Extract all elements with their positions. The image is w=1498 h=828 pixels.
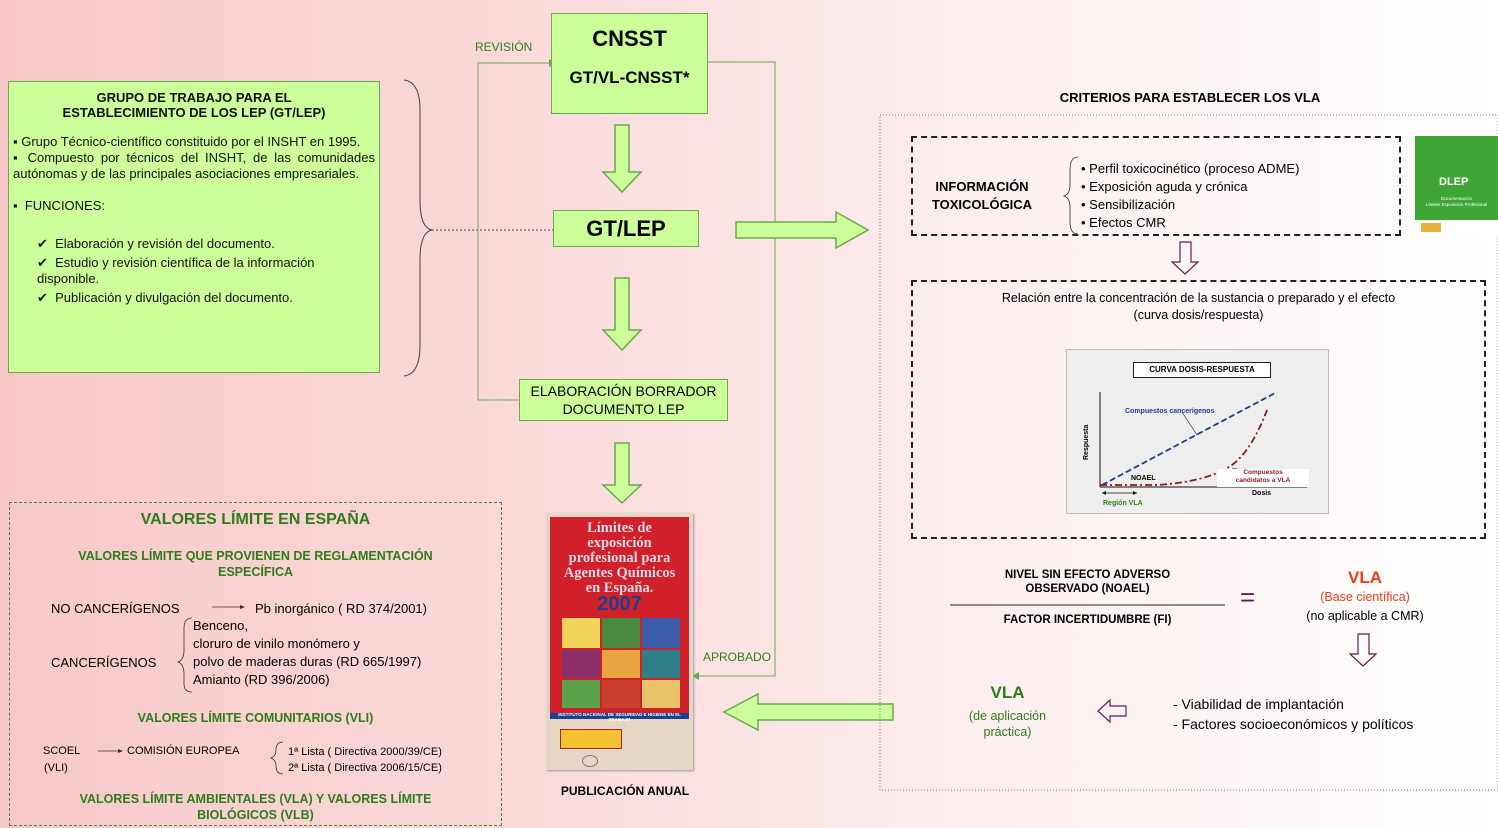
hollow-down-arrow-1: [1170, 241, 1200, 275]
borrador-line-1: ELABORACIÓN BORRADOR: [530, 383, 717, 399]
book-institute: INSTITUTO NACIONAL DE SEGURIDAD E HIGIEN…: [558, 712, 681, 722]
factores-list: - Viabilidad de implantación - Factores …: [1173, 696, 1414, 732]
canc-list: Benceno, cloruro de vinilo monómero y po…: [193, 618, 422, 687]
curva-title: CURVA DOSIS-RESPUESTA: [1133, 362, 1271, 378]
valores-sub2: VALORES LÍMITE COMUNITARIOS (VLI): [137, 711, 374, 725]
relacion-text: Relación entre la concentración de la su…: [1001, 291, 1396, 322]
vla-practica-desc: (de aplicación práctica): [968, 709, 1047, 739]
grupo-title-1: GRUPO DE TRABAJO PARA EL: [96, 90, 292, 105]
book-title-5: en España.: [585, 580, 654, 596]
brace-tox: [1062, 156, 1079, 235]
left-arrow: [722, 692, 894, 732]
curva-canc-label: Compuestos cancerígenos: [1125, 408, 1215, 415]
gtvl-label: GT/VL-CNSST*: [569, 68, 690, 87]
grupo-title-2: ESTABLECIMIENTO DE LOS LEP (GT/LEP): [62, 105, 326, 120]
no-canc-label: NO CANCERÍGENOS: [51, 601, 180, 616]
borrador-box: ELABORACIÓN BORRADOR DOCUMENTO LEP: [519, 379, 728, 421]
funcion-1: ✔ Elaboración y revisión del documento.: [37, 236, 275, 251]
revision-label: REVISIÓN: [475, 40, 533, 54]
pb-label: Pb inorgánico ( RD 374/2001): [255, 601, 427, 616]
valores-box: VALORES LÍMITE EN ESPAÑA VALORES LÍMITE …: [9, 502, 502, 826]
curva-xlabel: Dosis: [1252, 490, 1272, 497]
down-arrow-1: [601, 124, 643, 194]
book-year: 2007: [597, 593, 642, 615]
scoel-label: SCOEL: [43, 745, 81, 757]
grupo-bullet-1: ▪ Grupo Técnico-científico constituido p…: [13, 134, 361, 149]
tox-list: • Perfil toxicocinético (proceso ADME) •…: [1081, 161, 1300, 230]
book-title-1: Límites de: [587, 520, 652, 536]
book-mosaic: [562, 618, 680, 708]
dlep-thumbnail: DLEP Documentación Límites Exposición Pr…: [1415, 136, 1498, 236]
gtlep-box: GT/LEP: [553, 210, 699, 247]
book-title-2: exposición: [587, 535, 652, 551]
fi-label: FACTOR INCERTIDUMBRE (FI): [1003, 614, 1172, 626]
book-cover: Límites de exposición profesional para A…: [546, 513, 693, 770]
down-arrow-3: [601, 442, 643, 505]
equals-sign: =: [1240, 582, 1256, 612]
valores-title: VALORES LÍMITE EN ESPAÑA: [140, 511, 371, 528]
brace-lista: [269, 741, 284, 775]
curva-region: Región VLA: [1103, 500, 1143, 507]
no-aplicable: (no aplicable a CMR): [1306, 609, 1424, 623]
right-arrow: [735, 210, 870, 250]
dlep-text: Documentación Límites Exposición Profesi…: [1425, 196, 1488, 207]
publicacion-label: PUBLICACIÓN ANUAL: [560, 784, 690, 798]
curva-cand-label: Compuestos candidatos a VLA: [1217, 469, 1309, 487]
gtlep-label: GT/LEP: [586, 216, 666, 241]
brace-canc: [176, 617, 193, 693]
cnsst-label: CNSST: [592, 26, 667, 51]
curva-frame: Relación entre la concentración de la su…: [911, 280, 1486, 539]
grupo-bullet-3: ▪ FUNCIONES:: [13, 198, 106, 213]
listas: 1ª Lista ( Directiva 2000/39/CE) 2ª List…: [288, 746, 442, 774]
vla-label: VLA: [1348, 568, 1382, 587]
funcion-2: ✔ Estudio y revisión científica de la in…: [37, 255, 315, 286]
curva-ylabel: Respuesta: [1083, 424, 1090, 460]
hollow-left-arrow: [1097, 698, 1127, 724]
criterios-title: CRITERIOS PARA ESTABLECER LOS VLA: [1059, 90, 1321, 105]
criterios-frame: [879, 114, 1498, 791]
grupo-trabajo-box: GRUPO DE TRABAJO PARA EL ESTABLECIMIENTO…: [8, 81, 380, 373]
curva-noael: NOAEL: [1131, 475, 1156, 482]
valores-sub1: VALORES LÍMITE QUE PROVIENEN DE REGLAMEN…: [78, 549, 433, 579]
dlep-logo: DLEP: [1439, 176, 1469, 188]
borrador-line-2: DOCUMENTO LEP: [562, 401, 685, 417]
vli-label: (VLI): [44, 762, 68, 774]
info-tox-label: INFORMACIÓN TOXICOLÓGICA: [931, 179, 1033, 212]
curva-chart: CURVA DOSIS-RESPUESTA Respuesta Dosis Co…: [1066, 349, 1329, 514]
grupo-bullet-2: ▪ Compuesto por técnicos del INSHT, de l…: [13, 150, 375, 181]
cnsst-box: CNSST GT/VL-CNSST*: [551, 13, 708, 114]
grouping-bracket: [403, 79, 433, 377]
down-arrow-2: [601, 277, 643, 352]
book-title-4: Agentes Químicos: [563, 565, 676, 581]
aprobado-line: [697, 61, 776, 677]
vla-practica-label: VLA: [990, 683, 1025, 702]
canc-label: CANCERÍGENOS: [51, 655, 157, 670]
noael-label: NIVEL SIN EFECTO ADVERSO OBSERVADO (NOAE…: [1004, 569, 1171, 595]
base-cientifica: (Base científica): [1320, 590, 1410, 604]
valores-sub3: VALORES LÍMITE AMBIENTALES (VLA) Y VALOR…: [79, 792, 432, 822]
funcion-3: ✔ Publicación y divulgación del document…: [37, 290, 293, 305]
hollow-down-arrow-2: [1348, 633, 1378, 667]
toxicologica-box: INFORMACIÓN TOXICOLÓGICA • Perfil toxico…: [911, 136, 1401, 236]
aprobado-arrowhead: [692, 672, 699, 680]
comision-label: COMISIÓN EUROPEA: [127, 745, 240, 757]
aprobado-label: APROBADO: [703, 650, 772, 664]
revision-line: [477, 62, 549, 401]
book-title-3: profesional para: [568, 550, 671, 566]
